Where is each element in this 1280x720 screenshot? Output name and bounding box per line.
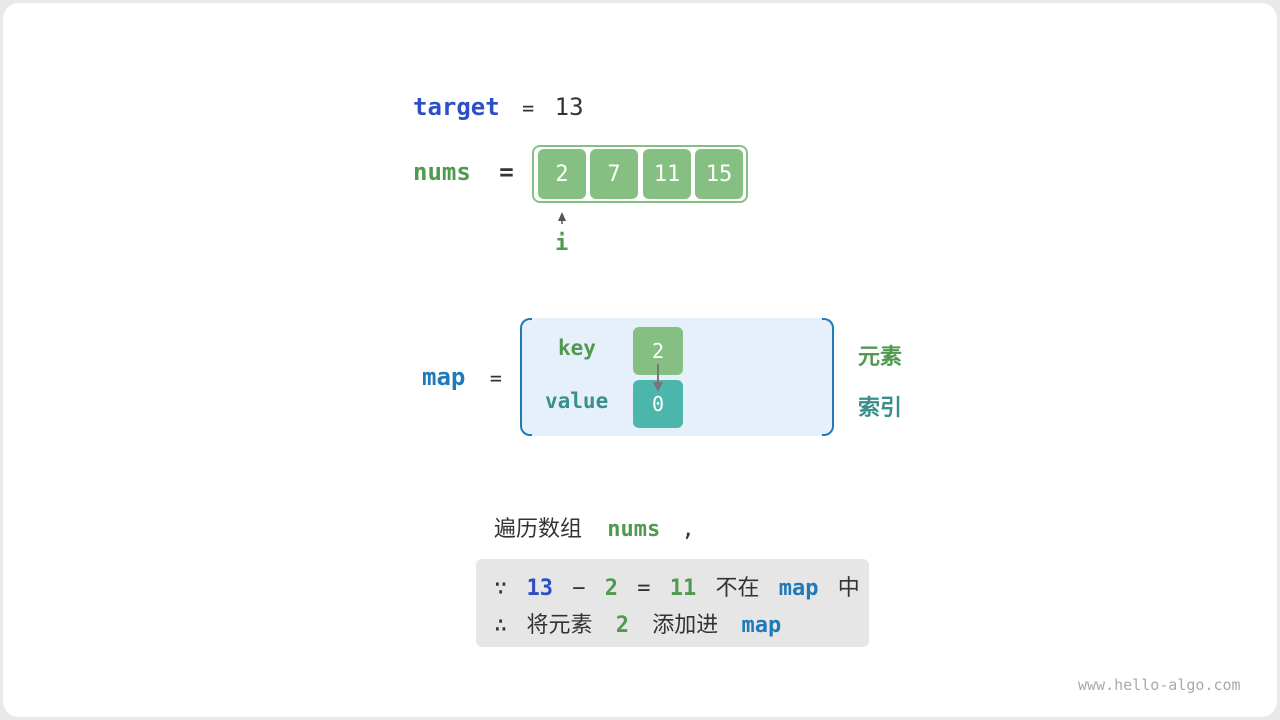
array-cell: 7 xyxy=(590,149,638,199)
reasoning-note xyxy=(476,559,869,647)
note-add-prefix: 将元素 xyxy=(526,613,593,638)
note-add-map: map xyxy=(741,613,782,638)
note-not-in: 不在 xyxy=(715,576,760,601)
step-caption: 遍历数组 nums , xyxy=(494,511,695,543)
caption-nums: nums xyxy=(607,517,661,542)
note-complement: 11 xyxy=(669,576,697,601)
map-value-cell: 0 xyxy=(633,380,683,428)
note-zhong: 中 xyxy=(837,576,860,601)
value-description: 索引 xyxy=(858,396,903,421)
key-to-value-arrow-icon xyxy=(653,364,663,392)
note-add-suffix: 添加进 xyxy=(652,613,719,638)
nums-eq: = xyxy=(499,158,514,186)
pointer-arrow-icon xyxy=(558,212,566,224)
note-line-2: ∴ 将元素 2 添加进 map xyxy=(494,607,781,639)
target-line: target = 13 xyxy=(413,93,584,121)
nums-line: nums = xyxy=(413,158,514,186)
therefore-symbol: ∴ xyxy=(494,613,508,638)
array-cell: 11 xyxy=(643,149,691,199)
note-add-element: 2 xyxy=(615,613,630,638)
target-eq: = xyxy=(522,96,535,120)
note-eq: = xyxy=(637,576,651,601)
note-map: map xyxy=(778,576,819,601)
map-line: map = xyxy=(422,363,502,391)
nums-label: nums xyxy=(413,158,471,186)
note-minus: − xyxy=(572,576,586,601)
map-label: map xyxy=(422,363,466,391)
nums-array xyxy=(532,145,748,203)
watermark: www.hello-algo.com xyxy=(1078,676,1241,694)
map-eq: = xyxy=(489,366,502,390)
because-symbol: ∵ xyxy=(494,576,508,601)
note-element: 2 xyxy=(604,576,618,601)
caption-prefix: 遍历数组 xyxy=(494,517,583,542)
map-left-bracket xyxy=(520,318,532,436)
target-label: target xyxy=(413,93,500,121)
target-value: 13 xyxy=(554,93,584,121)
pointer-label: i xyxy=(555,231,569,256)
array-cell: 15 xyxy=(695,149,743,199)
caption-comma: , xyxy=(681,517,695,542)
key-description: 元素 xyxy=(858,345,903,370)
map-right-bracket xyxy=(822,318,834,436)
note-target: 13 xyxy=(526,576,554,601)
key-label: key xyxy=(558,336,596,360)
value-label: value xyxy=(545,389,609,413)
array-cell: 2 xyxy=(538,149,586,199)
note-line-1: ∵ 13 − 2 = 11 不在 map 中 xyxy=(494,570,860,602)
